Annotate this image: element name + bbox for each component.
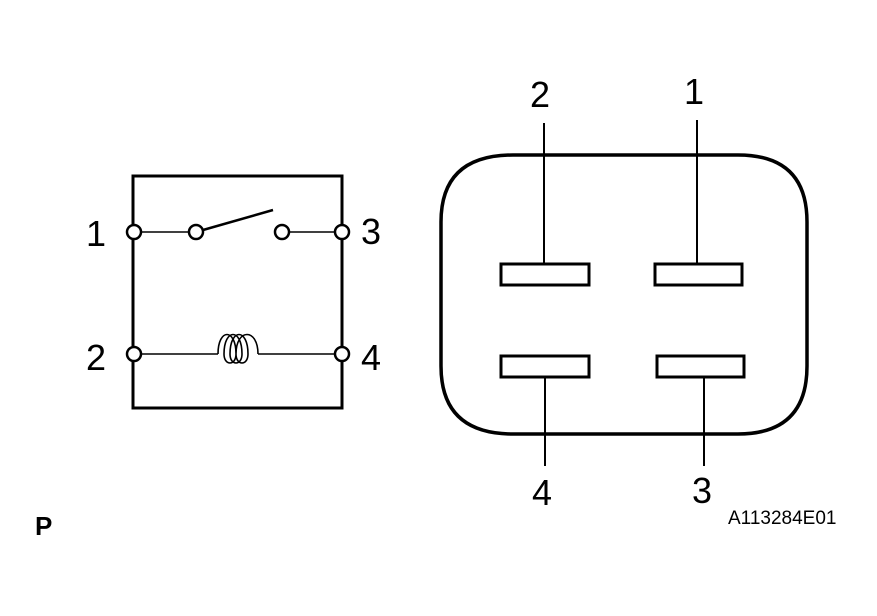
connector-housing [439, 153, 809, 436]
schematic-pin-4-label: 4 [361, 337, 381, 378]
terminal-slot-bottom-right [655, 354, 746, 379]
terminal-slot-top-left [499, 262, 591, 287]
terminal-3 [333, 223, 351, 241]
switch-lever [202, 208, 274, 232]
terminal-slot-top-right [653, 262, 744, 287]
schematic-pin-3-label: 3 [361, 211, 381, 252]
schematic-pin-1-label: 1 [86, 213, 106, 254]
figure-code: A113284E01 [728, 508, 836, 529]
terminal-1 [125, 223, 143, 241]
relay-schematic: 1 3 2 4 [86, 174, 381, 410]
terminal-4 [333, 345, 351, 363]
connector-pin-3-label: 3 [692, 470, 712, 511]
connector-view: 2 1 4 3 [439, 71, 809, 513]
schematic-outline [131, 174, 344, 410]
switch-contact-fixed [187, 223, 205, 241]
corner-label: P [35, 511, 52, 541]
coil-circuit [141, 333, 335, 364]
terminal-2 [125, 345, 143, 363]
switch-contact-open [273, 223, 291, 241]
switch-circuit [141, 208, 335, 241]
connector-pin-1-label: 1 [684, 71, 704, 112]
connector-pin-2-label: 2 [530, 74, 550, 115]
coil-symbol [217, 333, 259, 364]
terminal-slot-bottom-left [499, 354, 591, 379]
connector-pin-4-label: 4 [532, 472, 552, 513]
schematic-pin-2-label: 2 [86, 337, 106, 378]
